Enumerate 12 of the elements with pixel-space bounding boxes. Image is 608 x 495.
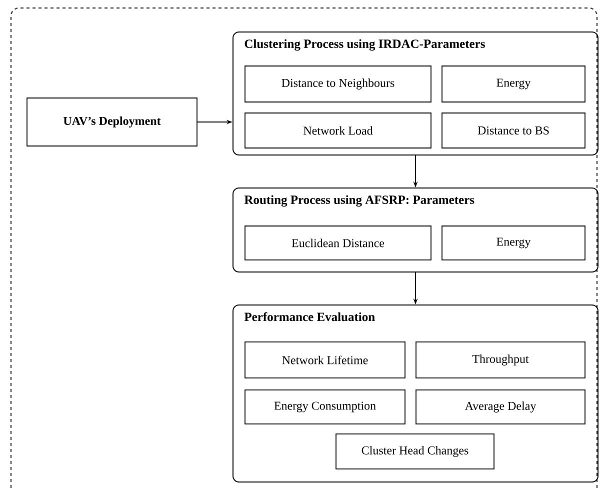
parameter-box: Energy: [442, 66, 586, 102]
parameter-box: Energy Consumption: [244, 390, 406, 424]
parameter-box: Euclidean Distance: [244, 226, 432, 260]
parameter-box: Cluster Head Changes: [336, 434, 494, 470]
parameter-box: Distance to BS: [442, 112, 586, 148]
parameter-box: Average Delay: [416, 390, 586, 424]
parameter-box: Network Load: [244, 112, 432, 148]
parameter-box: Distance to Neighbours: [244, 66, 432, 102]
process-box: UAV’s Deployment: [26, 98, 198, 146]
parameter-box: Energy: [442, 226, 586, 260]
parameter-box: Network Lifetime: [244, 342, 406, 378]
parameter-box: Throughput: [416, 342, 586, 378]
